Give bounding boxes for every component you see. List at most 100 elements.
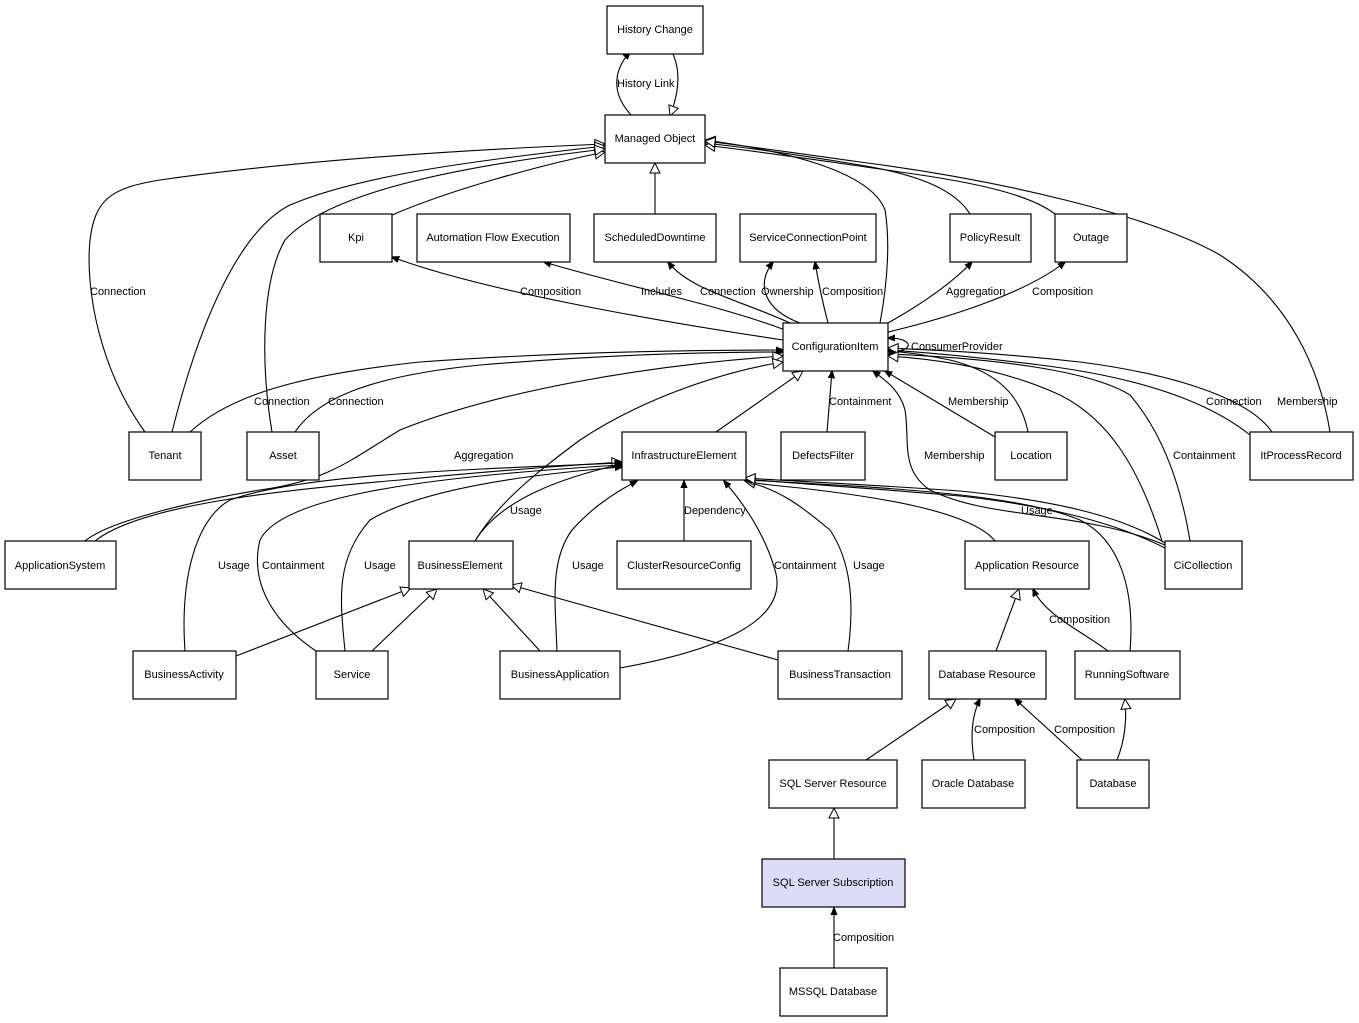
- node-outage[interactable]: Outage: [1054, 213, 1128, 263]
- node-defects-filter[interactable]: DefectsFilter: [780, 431, 866, 481]
- edge-tenant-managedobject-connection: [88, 144, 605, 433]
- edge-location-ci-gen: [888, 351, 1029, 433]
- edge-infraelement-ci: [715, 371, 803, 433]
- node-label: ClusterResourceConfig: [627, 560, 741, 572]
- node-business-element[interactable]: BusinessElement: [408, 540, 514, 590]
- node-mssql-database[interactable]: MSSQL Database: [779, 967, 888, 1017]
- edge-ci-outage-composition: [887, 262, 1065, 333]
- label-ba-usage: Usage: [218, 560, 250, 572]
- edge-ora-dr-composition: [971, 699, 980, 761]
- node-service[interactable]: Service: [315, 650, 389, 700]
- edge-ci-afe-includes: [544, 262, 786, 331]
- edge-svc-be: [371, 589, 437, 652]
- label-tenant-connection: Connection: [90, 286, 146, 298]
- node-database[interactable]: Database: [1076, 759, 1150, 809]
- edge-ci-pr-aggregation: [887, 262, 972, 324]
- node-application-resource[interactable]: Application Resource: [964, 540, 1090, 590]
- node-cluster-resource-config[interactable]: ClusterResourceConfig: [616, 540, 752, 590]
- node-infrastructure-element[interactable]: InfrastructureElement: [621, 431, 747, 481]
- node-automation-flow-execution[interactable]: Automation Flow Execution: [416, 213, 571, 263]
- node-running-software[interactable]: RunningSoftware: [1074, 650, 1181, 700]
- node-tenant[interactable]: Tenant: [128, 431, 202, 481]
- label-ci-pr-aggregation: Aggregation: [946, 286, 1005, 298]
- label-be-usage: Usage: [510, 505, 542, 517]
- label-ci-kpi-composition: Composition: [520, 286, 581, 298]
- label-ci-outage-composition: Composition: [1032, 286, 1093, 298]
- label-bt-usage: Usage: [853, 560, 885, 572]
- edge-itprocessrecord-managedobject: [705, 141, 1331, 433]
- node-sql-server-subscription[interactable]: SQL Server Subscription: [761, 858, 906, 908]
- node-label: PolicyResult: [960, 232, 1021, 244]
- edge-policyresult-managedobject: [705, 143, 971, 215]
- edge-ar-ie: [745, 481, 996, 542]
- edge-history-generalization: [670, 51, 678, 116]
- label-svc-containment: Containment: [262, 560, 324, 572]
- node-managed-object[interactable]: Managed Object: [604, 114, 706, 164]
- label-db-composition: Composition: [1054, 724, 1115, 736]
- label-asset-ci-connection: Connection: [328, 396, 384, 408]
- label-itpr-connection: Connection: [1206, 396, 1262, 408]
- node-label: MSSQL Database: [789, 986, 877, 998]
- node-label: Tenant: [148, 450, 181, 462]
- label-appsys-aggregation: Aggregation: [454, 450, 513, 462]
- edge-bapp-ie-usage: [554, 481, 637, 652]
- node-business-application[interactable]: BusinessApplication: [499, 650, 621, 700]
- node-label: RunningSoftware: [1085, 669, 1169, 681]
- label-crc-dependency: Dependency: [684, 505, 746, 517]
- node-ci-collection[interactable]: CiCollection: [1164, 540, 1243, 590]
- edge-ci-scp-composition: [815, 262, 829, 324]
- edge-appsystem-ie: [94, 462, 622, 542]
- node-label: BusinessElement: [418, 560, 503, 572]
- node-label: Asset: [269, 450, 297, 462]
- node-scheduled-downtime[interactable]: ScheduledDowntime: [593, 213, 717, 263]
- node-service-connection-point[interactable]: ServiceConnectionPoint: [739, 213, 877, 263]
- node-oracle-database[interactable]: Oracle Database: [921, 759, 1026, 809]
- node-sql-server-resource[interactable]: SQL Server Resource: [768, 759, 898, 809]
- node-policy-result[interactable]: PolicyResult: [949, 213, 1032, 263]
- node-location[interactable]: Location: [994, 431, 1068, 481]
- node-label: SQL Server Subscription: [773, 877, 894, 889]
- edge-db-dr-composition: [1015, 699, 1083, 761]
- node-label: Service: [334, 669, 371, 681]
- node-label: History Change: [617, 24, 693, 36]
- label-ci-scp-ownership: Ownership: [761, 286, 814, 298]
- node-configuration-item[interactable]: ConfigurationItem: [782, 322, 889, 372]
- node-business-transaction[interactable]: BusinessTransaction: [777, 650, 903, 700]
- node-label: Database: [1089, 778, 1136, 790]
- edge-businesselement-ie-usage: [474, 464, 622, 542]
- node-label: BusinessActivity: [144, 669, 224, 681]
- node-label: Kpi: [348, 232, 364, 244]
- edge-cicoll-ci-membership: [873, 371, 1166, 546]
- node-label: ServiceConnectionPoint: [749, 232, 866, 244]
- edge-db-rs: [1116, 699, 1126, 761]
- edge-tenant-ci-connection: [189, 350, 783, 433]
- node-label: ItProcessRecord: [1260, 450, 1341, 462]
- node-label: Application Resource: [975, 560, 1079, 572]
- node-it-process-record[interactable]: ItProcessRecord: [1249, 431, 1354, 481]
- edge-svc-ie-containment: [256, 465, 622, 652]
- node-asset[interactable]: Asset: [246, 431, 320, 481]
- node-application-system[interactable]: ApplicationSystem: [4, 540, 117, 590]
- edge-tenant-managedobject-gen: [171, 146, 605, 433]
- edge-ba-ie-usage: [183, 463, 622, 652]
- node-label: Managed Object: [615, 133, 696, 145]
- label-defects-containment: Containment: [829, 396, 891, 408]
- edge-location-ci-membership: [885, 371, 996, 438]
- label-ci-afe-includes: Includes: [641, 286, 682, 298]
- node-business-activity[interactable]: BusinessActivity: [132, 650, 237, 700]
- node-kpi[interactable]: Kpi: [319, 213, 393, 263]
- node-label: CiCollection: [1174, 560, 1233, 572]
- edge-businesselement-ci: [474, 362, 783, 542]
- edge-svc-ie-usage: [340, 467, 622, 652]
- node-history-change[interactable]: History Change: [606, 5, 704, 55]
- node-label: ApplicationSystem: [15, 560, 106, 572]
- edge-history-link: [616, 52, 633, 117]
- label-ci-scp-composition: Composition: [822, 286, 883, 298]
- node-label: ConfigurationItem: [792, 341, 879, 353]
- label-bapp-containment: Containment: [774, 560, 836, 572]
- node-label: SQL Server Resource: [779, 778, 886, 790]
- edge-itpr-ci-connection: [888, 350, 1251, 436]
- label-mssql-composition: Composition: [833, 932, 894, 944]
- node-database-resource[interactable]: Database Resource: [928, 650, 1047, 700]
